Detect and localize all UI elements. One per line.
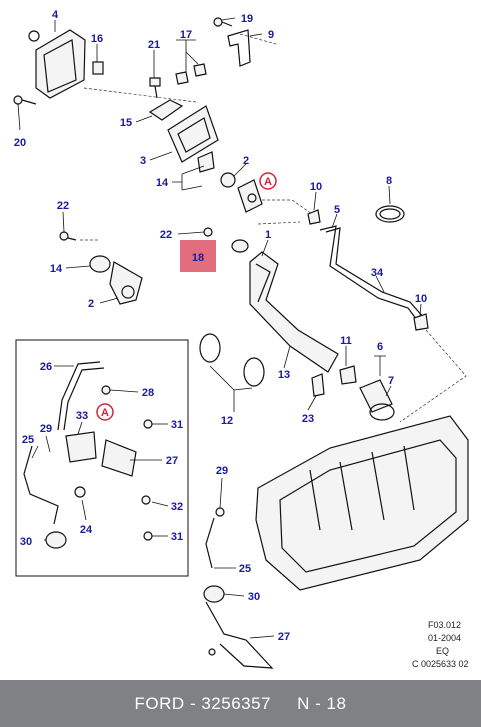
footer-bar: FORD - 3256357 N - 18 xyxy=(0,680,481,727)
callout-25: 25 xyxy=(239,563,251,575)
leader-lines xyxy=(17,17,422,639)
grommet-18 xyxy=(231,239,249,253)
callout-24: 24 xyxy=(80,524,93,536)
reference-block: F03.012 01-2004 EQ C 0025633 02 xyxy=(412,620,469,669)
exploded-parts-diagram: A A 4 16 19 9 21 17 20 15 3 2 14 10 8 5 … xyxy=(13,9,469,669)
marker-a-top: A xyxy=(259,172,277,190)
canister-3 xyxy=(167,105,219,163)
callout-16: 16 xyxy=(91,33,103,45)
ring-8 xyxy=(375,205,405,223)
callout-12: 12 xyxy=(221,415,233,427)
callout-22: 22 xyxy=(160,229,172,241)
footer-separator: - xyxy=(184,693,202,713)
callout-3: 3 xyxy=(140,155,146,167)
ref-figure-code: F03.012 xyxy=(428,620,461,630)
callout-18: 18 xyxy=(192,252,204,264)
callout-30: 30 xyxy=(20,536,32,548)
callout-2: 2 xyxy=(243,155,249,167)
pipe-5-34 xyxy=(319,225,425,325)
screw-23 xyxy=(311,373,325,397)
highlight-box-18 xyxy=(180,240,216,272)
callout-14: 14 xyxy=(50,263,63,275)
ref-catalog-code: C 0025633 02 xyxy=(412,659,469,669)
filler-pipe-1-13 xyxy=(249,251,339,373)
callout-5: 5 xyxy=(334,204,340,216)
callout-10: 10 xyxy=(415,293,427,305)
valve-14a xyxy=(197,151,215,173)
marker-a-label: A xyxy=(264,176,272,188)
callout-4: 4 xyxy=(52,9,59,21)
callout-34: 34 xyxy=(371,267,384,279)
bolt-21 xyxy=(149,77,161,99)
footer-gap xyxy=(271,694,297,714)
callout-14: 14 xyxy=(156,177,169,189)
plate-15 xyxy=(148,99,184,121)
callout-13: 13 xyxy=(278,369,290,381)
callout-23: 23 xyxy=(302,413,314,425)
callout-25: 25 xyxy=(22,434,34,446)
small-clip-16 xyxy=(92,61,104,75)
footer-part-number: 3256357 xyxy=(201,693,272,713)
clip-10b xyxy=(413,313,429,331)
marker-a-label: A xyxy=(101,407,109,419)
callout-29: 29 xyxy=(40,423,52,435)
callout-31: 31 xyxy=(171,531,183,543)
callout-26: 26 xyxy=(40,361,52,373)
callout-22: 22 xyxy=(57,200,69,212)
bracket-9 xyxy=(227,29,251,67)
bolt-22a xyxy=(59,231,77,241)
ref-date: 01-2004 xyxy=(428,633,461,643)
callout-29: 29 xyxy=(216,465,228,477)
callout-27: 27 xyxy=(278,631,290,643)
valve-2a xyxy=(220,172,263,213)
bolt-19 xyxy=(213,17,233,27)
callout-31: 31 xyxy=(171,419,183,431)
callout-17: 17 xyxy=(180,29,192,41)
inset-parts xyxy=(23,361,153,549)
footer-brand: FORD xyxy=(134,693,185,713)
callout-8: 8 xyxy=(386,175,392,187)
callout-21: 21 xyxy=(148,39,160,51)
callout-7: 7 xyxy=(388,375,394,387)
bolt-20 xyxy=(13,95,37,105)
callout-6: 6 xyxy=(377,341,383,353)
clip-11 xyxy=(339,365,357,385)
canister-upper xyxy=(28,29,86,99)
callout-30: 30 xyxy=(248,591,260,603)
inset-frame xyxy=(15,339,189,577)
marker-a-inset: A xyxy=(96,403,114,421)
callout-2: 2 xyxy=(88,298,94,310)
callout-1: 1 xyxy=(265,229,271,241)
ref-eq: EQ xyxy=(436,646,449,656)
clamps-12 xyxy=(199,333,265,387)
fuel-tank xyxy=(255,415,469,591)
callout-11: 11 xyxy=(340,335,352,347)
callout-numbers: 4 16 19 9 21 17 20 15 3 2 14 10 8 5 22 2… xyxy=(14,9,427,643)
neck-6-7 xyxy=(359,379,395,421)
callout-28: 28 xyxy=(142,387,154,399)
callout-32: 32 xyxy=(171,501,183,513)
clip-10a xyxy=(307,209,321,225)
valve-14b-2b xyxy=(89,255,143,305)
callout-27: 27 xyxy=(166,455,178,467)
callout-20: 20 xyxy=(14,137,26,149)
lower-vent-parts xyxy=(203,507,274,669)
bolt-22b xyxy=(203,227,213,237)
dashed-connections xyxy=(80,33,467,423)
clips-17 xyxy=(175,63,207,85)
callout-33: 33 xyxy=(76,410,88,422)
callout-19: 19 xyxy=(241,13,253,25)
callout-9: 9 xyxy=(268,29,274,41)
callout-15: 15 xyxy=(120,117,132,129)
footer-position: N - 18 xyxy=(297,693,347,713)
callout-10: 10 xyxy=(310,181,322,193)
